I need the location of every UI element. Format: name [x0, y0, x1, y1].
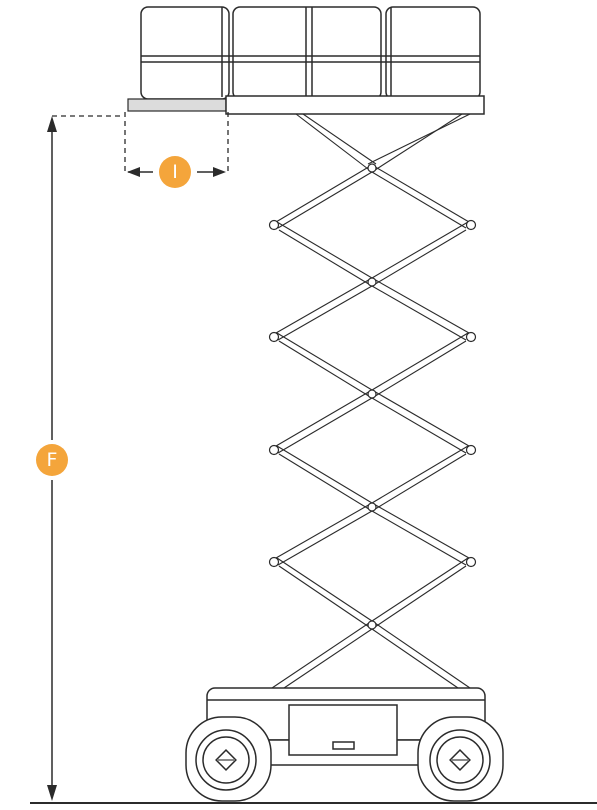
scissor-arms — [268, 113, 477, 689]
left-wheel — [185, 716, 272, 802]
badge-height: F — [36, 444, 68, 476]
badge-extension-label: I — [172, 161, 178, 183]
badge-height-label: F — [47, 449, 58, 471]
right-wheel — [417, 716, 504, 802]
guard-rail — [140, 6, 481, 100]
chassis — [206, 687, 486, 766]
badge-extension: I — [159, 156, 191, 188]
height-dimension — [47, 115, 124, 801]
platform-deck — [225, 95, 485, 115]
extension-dimension — [124, 112, 229, 177]
chassis-handle — [332, 741, 355, 750]
extension-deck — [127, 98, 227, 112]
